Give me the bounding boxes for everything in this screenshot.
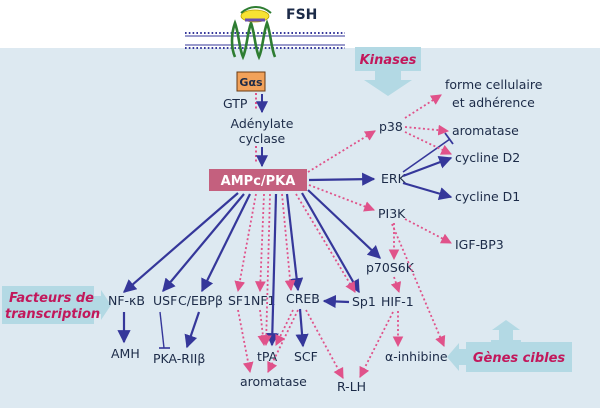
target-forme-label-1: forme cellulaire (445, 77, 543, 92)
arrow-pka-erk (308, 172, 376, 186)
kinase-p38-label: p38 (379, 119, 403, 134)
target-tpa-label: tPA (257, 349, 278, 364)
target-genes-callout: Gènes cibles (447, 320, 572, 372)
g-protein-label: Gαs (239, 76, 263, 89)
target-igfbp3-label: IGF-BP3 (455, 237, 504, 252)
factor-usf-label: USF (153, 293, 177, 308)
transcription-factors-label-1: Facteurs de (9, 291, 94, 306)
target-aromatase-bottom-label: aromatase (240, 374, 307, 389)
arrow-cebpb-pka-riib (184, 311, 201, 349)
arrow-sf1-aromatase (237, 309, 254, 374)
kinases-callout-label: Kinases (360, 53, 417, 68)
arrow-creb-rlh (305, 309, 344, 379)
factor-cebpb-label: C/EBPβ (178, 293, 223, 308)
arrow-hif1-rlh (359, 311, 394, 378)
arrow-pka-p70s6k (307, 189, 381, 259)
arrow-sp1-creb (322, 294, 350, 309)
kinase-p70s6k-label: p70S6K (366, 260, 415, 275)
kinases-callout: Kinases (355, 47, 421, 96)
adenylate-label: Adénylate (230, 116, 293, 131)
target-forme-label-2: et adhérence (452, 95, 535, 110)
arrow-pka-usf (162, 193, 245, 293)
cyclase-label: cyclase (239, 131, 286, 146)
transcription-factors-label-2: transcription (5, 307, 100, 322)
dotted-arrows (234, 94, 452, 379)
arrow-pka-cebpb (201, 193, 251, 293)
ampc-pka-label: AMPc/PKA (221, 174, 296, 189)
arrow-pka-nfkb (123, 192, 239, 293)
target-rlh-label: R-LH (337, 379, 366, 394)
arrow-erk-cycline-d1 (402, 181, 453, 201)
fsh-receptor: FSH (230, 6, 317, 61)
arrow-creb-scf (295, 308, 309, 348)
target-aromatase-top-label: aromatase (452, 123, 519, 138)
factor-creb-label: CREB (286, 291, 320, 306)
transcription-factors-callout: Facteurs de transcription (2, 286, 111, 324)
inhibit-erk-aromatase (402, 138, 451, 173)
arrow-creb-tpa (275, 309, 294, 346)
factor-hif1-label: HIF-1 (381, 294, 414, 309)
target-cycline-d2-label: cycline D2 (455, 150, 520, 165)
arrow-pka-sp1-dotted (295, 193, 356, 293)
factor-nfkb-label: NF-κB (108, 293, 145, 308)
arrow-pka-sp1 (301, 192, 360, 294)
g-protein-box: Gαs (236, 71, 266, 92)
target-genes-label: Gènes cibles (473, 351, 566, 366)
target-cycline-d1-label: cycline D1 (455, 189, 520, 204)
inhibit-usf-pka-riib (159, 311, 165, 349)
target-amh-label: AMH (111, 346, 140, 361)
target-scf-label: SCF (294, 349, 318, 364)
arrow-pka-tpa (265, 193, 279, 347)
ligand-fsh-label: FSH (286, 7, 317, 23)
solid-arrows (117, 132, 454, 349)
kinase-pi3k-label: PI3K (378, 206, 406, 221)
arrow-p38-cycline-d2 (404, 131, 452, 155)
target-inhibine-label: α-inhibine (385, 349, 448, 364)
arrow-pka-sf1 (234, 193, 257, 293)
target-pka-riib-label: PKA-RIIβ (153, 351, 205, 366)
factor-nf1-label: NF1 (251, 293, 276, 308)
ampc-pka-box: AMPc/PKA (209, 169, 307, 191)
arrow-pka-creb (285, 193, 304, 292)
arrow-nf1-tpa (257, 309, 269, 347)
factor-sf1-label: SF1 (228, 293, 251, 308)
arrow-erk-cycline-d2 (402, 155, 453, 178)
gtp-label: GTP (223, 96, 248, 111)
factor-sp1-label: Sp1 (352, 294, 376, 309)
kinase-erk-label: ERK (381, 171, 407, 186)
